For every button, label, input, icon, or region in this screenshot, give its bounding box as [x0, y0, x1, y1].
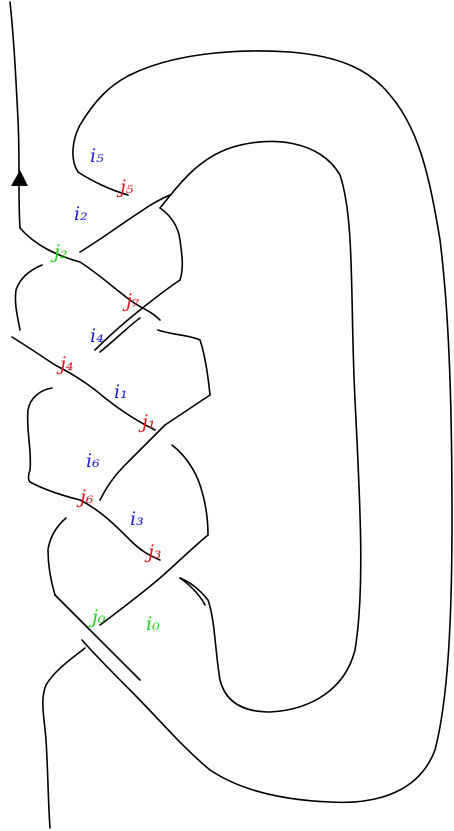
- label-i6: i₆: [86, 450, 100, 472]
- label-i3: i₃: [130, 508, 144, 530]
- strand-q: [179, 577, 206, 606]
- strand-j: [99, 394, 211, 501]
- label-j7: j₇: [122, 290, 140, 312]
- strand-n: [99, 534, 209, 626]
- strand-o: [47, 517, 67, 596]
- label-i1: i₁: [114, 381, 128, 403]
- label-i0: i₀: [146, 613, 160, 635]
- label-i4: i₄: [90, 325, 104, 347]
- strand-i: [157, 329, 211, 396]
- strand-b: [79, 194, 171, 253]
- strand-bottom-entry: [42, 647, 86, 829]
- strand-p: [54, 594, 141, 681]
- strand-h: [99, 317, 141, 353]
- label-j5: j₅: [116, 176, 134, 198]
- direction-arrow-icon: [11, 170, 28, 186]
- label-j1: j₁: [138, 411, 156, 433]
- strand-f: [14, 264, 43, 331]
- label-j3: j₃: [144, 541, 162, 563]
- label-j6: j₆: [76, 486, 94, 508]
- strand-e: [94, 279, 181, 351]
- strand-top-exit: [9, 1, 21, 229]
- strand-m: [171, 444, 209, 536]
- outer-loop: [81, 50, 453, 804]
- strand-a: [19, 227, 161, 321]
- inner-loop: [159, 140, 362, 713]
- strand-l: [29, 481, 161, 561]
- label-i2: i₂: [74, 203, 88, 225]
- label-j2: j₂: [50, 241, 68, 263]
- strand-c: [72, 74, 131, 196]
- strand-g: [11, 336, 156, 431]
- label-j0: j₀: [88, 606, 106, 628]
- knot-strands: [9, 1, 453, 829]
- label-i5: i₅: [90, 145, 104, 167]
- label-j4: j₄: [56, 353, 74, 375]
- strand-k: [26, 387, 53, 483]
- strand-d: [159, 207, 184, 281]
